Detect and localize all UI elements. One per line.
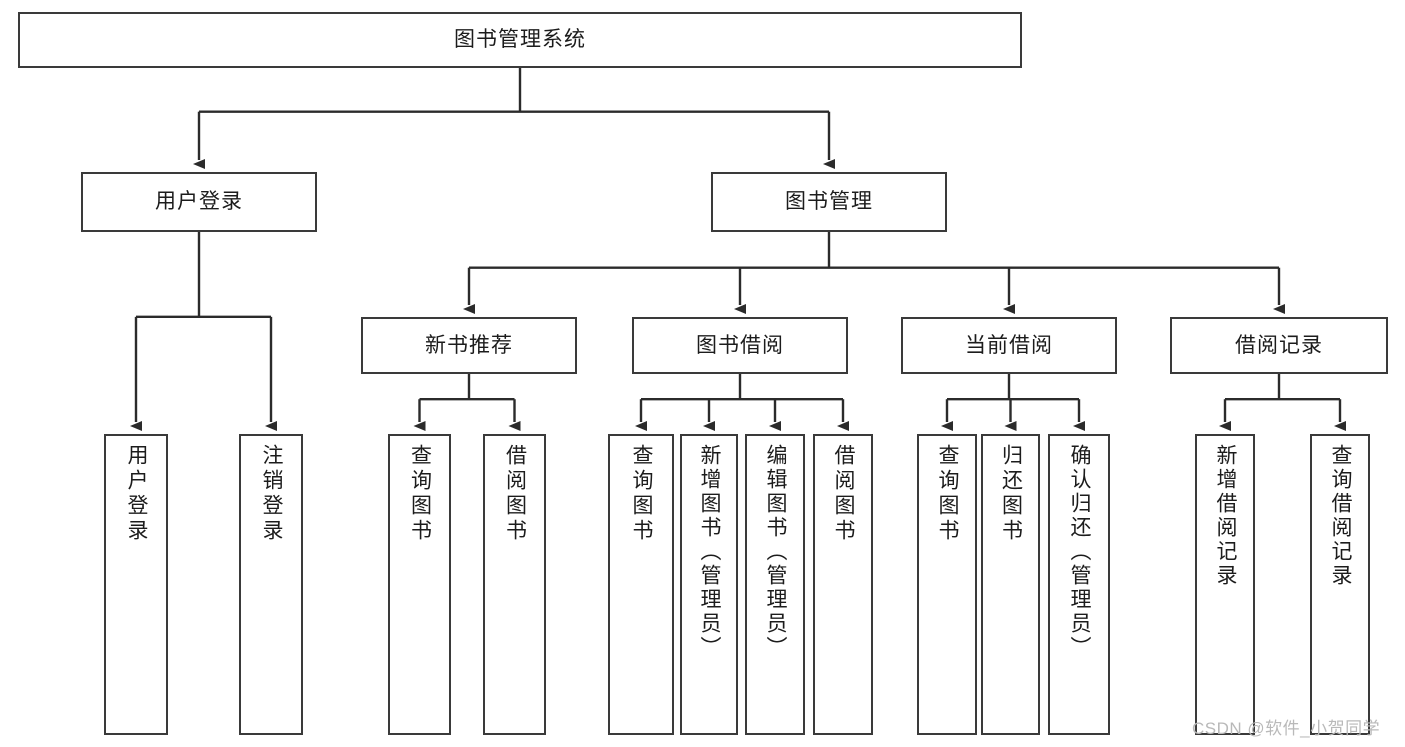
- node-leaf-return-book[interactable]: 归还图书: [981, 434, 1040, 735]
- node-login[interactable]: 用户登录: [81, 172, 317, 232]
- node-label: 查询图书: [936, 444, 960, 544]
- node-leaf-confirm-return[interactable]: 确认归还（管理员）: [1048, 434, 1110, 735]
- node-label: 查询图书: [630, 444, 654, 544]
- node-leaf-logout[interactable]: 注销登录: [239, 434, 303, 735]
- node-label: 新书推荐: [425, 333, 513, 357]
- node-label: 注销登录: [260, 444, 284, 544]
- node-label: 图书管理: [785, 190, 873, 214]
- node-label: 当前借阅: [965, 333, 1053, 357]
- node-label: 确认归还（管理员）: [1068, 444, 1092, 660]
- node-label: 用户登录: [155, 190, 243, 214]
- node-label: 借阅记录: [1235, 333, 1323, 357]
- node-leaf-add-book[interactable]: 新增图书（管理员）: [680, 434, 738, 735]
- node-leaf-user-login[interactable]: 用户登录: [104, 434, 168, 735]
- node-label: 归还图书: [999, 444, 1023, 544]
- node-leaf-query-record[interactable]: 查询借阅记录: [1310, 434, 1370, 735]
- node-borrow[interactable]: 图书借阅: [632, 317, 848, 374]
- node-leaf-query-book-3[interactable]: 查询图书: [917, 434, 977, 735]
- node-label: 新增借阅记录: [1214, 444, 1238, 588]
- node-current[interactable]: 当前借阅: [901, 317, 1117, 374]
- node-bookmgmt[interactable]: 图书管理: [711, 172, 947, 232]
- node-leaf-borrow-book-1[interactable]: 借阅图书: [483, 434, 546, 735]
- node-leaf-borrow-book-2[interactable]: 借阅图书: [813, 434, 873, 735]
- node-leaf-query-book-1[interactable]: 查询图书: [388, 434, 451, 735]
- node-label: 图书管理系统: [454, 28, 586, 52]
- node-records[interactable]: 借阅记录: [1170, 317, 1388, 374]
- node-label: 查询图书: [408, 444, 432, 544]
- node-leaf-edit-book[interactable]: 编辑图书（管理员）: [745, 434, 805, 735]
- node-label: 借阅图书: [832, 444, 856, 544]
- node-label: 查询借阅记录: [1329, 444, 1353, 588]
- watermark-text: CSDN @软件_小贺同学: [1192, 719, 1381, 738]
- node-leaf-add-record[interactable]: 新增借阅记录: [1195, 434, 1255, 735]
- node-label: 编辑图书（管理员）: [764, 444, 788, 660]
- node-root[interactable]: 图书管理系统: [18, 12, 1022, 68]
- node-label: 图书借阅: [696, 333, 784, 357]
- node-label: 新增图书（管理员）: [698, 444, 722, 660]
- node-leaf-query-book-2[interactable]: 查询图书: [608, 434, 674, 735]
- node-label: 借阅图书: [503, 444, 527, 544]
- node-label: 用户登录: [125, 444, 149, 544]
- node-newbook[interactable]: 新书推荐: [361, 317, 577, 374]
